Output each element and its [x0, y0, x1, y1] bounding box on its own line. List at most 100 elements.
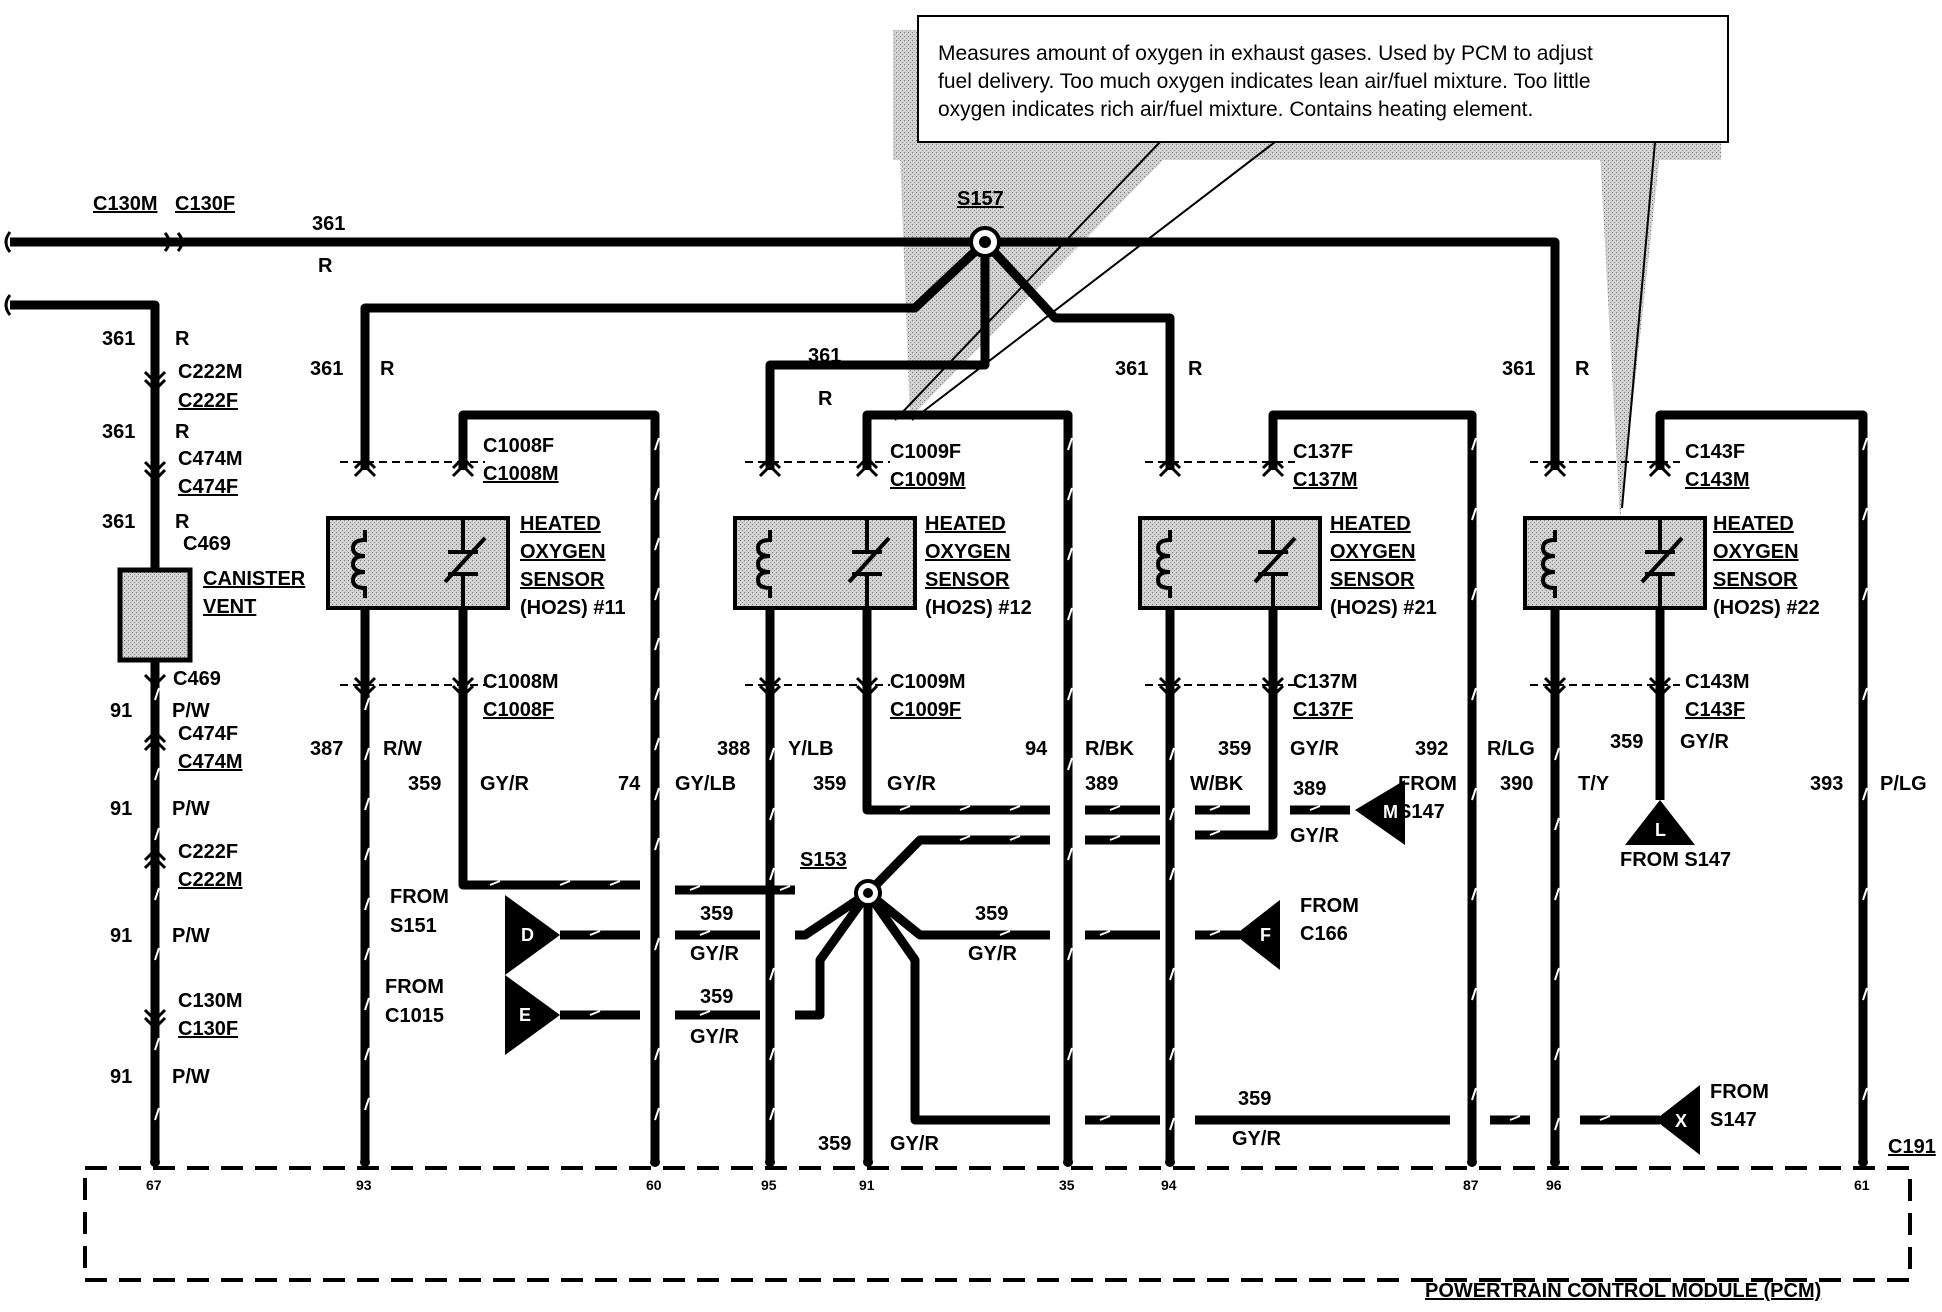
- wire-stripes: [154, 437, 1868, 1131]
- wire-rlg: R/LG: [1487, 738, 1535, 760]
- ref-f: F: [1260, 925, 1271, 945]
- s22-name-4: (HO2S) #22: [1713, 597, 1820, 619]
- s11-conn-bot-1: C1008M: [483, 671, 559, 693]
- wire-387: 387: [310, 738, 343, 760]
- pin-94: 94: [1161, 1177, 1177, 1193]
- conn-c474m: C474M: [178, 448, 242, 470]
- wire-361-s22: 361: [1502, 358, 1535, 380]
- ref-from-m: FROM: [1398, 773, 1457, 795]
- sensor-21: [1138, 516, 1322, 610]
- s22-conn-bot-1: C143M: [1685, 671, 1749, 693]
- ref-from-s147-l: FROM S147: [1620, 849, 1731, 871]
- wire-gyr-s22: GY/R: [1680, 731, 1729, 753]
- wire-359-e: 359: [700, 986, 733, 1008]
- wire-gylb: GY/LB: [675, 773, 736, 795]
- wire-359-x: 359: [1238, 1088, 1271, 1110]
- s12-name-1: HEATED: [925, 513, 1006, 535]
- s11-name-3: SENSOR: [520, 569, 605, 591]
- conn-c474f-b: C474F: [178, 723, 238, 745]
- conn-c130f-top: C130F: [175, 193, 235, 215]
- conn-c130m-top: C130M: [93, 193, 157, 215]
- s11-conn-top-2: C1008M: [483, 463, 559, 485]
- s21-name-1: HEATED: [1330, 513, 1411, 535]
- callout-line-3: oxygen indicates rich air/fuel mixture. …: [938, 98, 1533, 121]
- wire-gyr-s11: GY/R: [480, 773, 529, 795]
- wire-rbk: R/BK: [1085, 738, 1134, 760]
- canister-name-2: VENT: [203, 596, 256, 618]
- callout-box: Measures amount of oxygen in exhaust gas…: [893, 15, 1729, 520]
- wire-359-d: 359: [700, 903, 733, 925]
- wire-361-s11: 361: [310, 358, 343, 380]
- wire-r-c3: R: [175, 511, 190, 533]
- wire-94: 94: [1025, 738, 1048, 760]
- wire-r-top: R: [318, 255, 333, 277]
- wire-74: 74: [618, 773, 641, 795]
- wire-pw-c4: P/W: [172, 1066, 210, 1088]
- s12-name-4: (HO2S) #12: [925, 597, 1032, 619]
- s21-conn-bot-2: C137F: [1293, 699, 1353, 721]
- wire-392: 392: [1415, 738, 1448, 760]
- callout-line-1: Measures amount of oxygen in exhaust gas…: [938, 42, 1593, 65]
- pin-96: 96: [1546, 1177, 1562, 1193]
- wire-361-c2: 361: [102, 421, 135, 443]
- splice-s157-label: S157: [957, 188, 1004, 210]
- splice-s157: [969, 226, 1001, 258]
- ref-from-x: FROM: [1710, 1081, 1769, 1103]
- wire-r-s11: R: [380, 358, 395, 380]
- wire-389-a: 389: [1085, 773, 1118, 795]
- wire-361-top: 361: [312, 213, 345, 235]
- canister-name-1: CANISTER: [203, 568, 306, 590]
- wire-wbk: W/BK: [1190, 773, 1244, 795]
- s21-name-4: (HO2S) #21: [1330, 597, 1437, 619]
- pin-35: 35: [1059, 1177, 1075, 1193]
- wire-r-s21: R: [1188, 358, 1203, 380]
- pcm-module: [83, 1166, 1912, 1282]
- ref-d: D: [521, 925, 534, 945]
- ref-c166: C166: [1300, 923, 1348, 945]
- wire-gyr-s12: GY/R: [887, 773, 936, 795]
- s12-conn-top-2: C1009M: [890, 469, 966, 491]
- wire-ty: T/Y: [1578, 773, 1610, 795]
- ref-l: L: [1655, 820, 1666, 840]
- s12-name-3: SENSOR: [925, 569, 1010, 591]
- wire-gyr-x: GY/R: [1232, 1128, 1281, 1150]
- s22-conn-top-1: C143F: [1685, 441, 1745, 463]
- sensor-11: [326, 516, 510, 610]
- ref-c1015: C1015: [385, 1005, 444, 1027]
- pcm-pins: [150, 1157, 1868, 1167]
- conn-c469-bot: C469: [173, 668, 221, 690]
- wire-gyr-f: GY/R: [968, 943, 1017, 965]
- wire-plg: P/LG: [1880, 773, 1927, 795]
- conn-c222f: C222F: [178, 390, 238, 412]
- sensor-symbols: [350, 520, 1684, 606]
- ref-from-c1015: FROM: [385, 976, 444, 998]
- pcm-label: POWERTRAIN CONTROL MODULE (PCM): [1425, 1280, 1821, 1302]
- pin-91: 91: [859, 1177, 875, 1193]
- wire-91-c3: 91: [110, 925, 132, 947]
- s12-conn-top-1: C1009F: [890, 441, 961, 463]
- wire-r-c2: R: [175, 421, 190, 443]
- s11-conn-bot-2: C1008F: [483, 699, 554, 721]
- s21-name-3: SENSOR: [1330, 569, 1415, 591]
- s12-conn-bot-2: C1009F: [890, 699, 961, 721]
- wire-361-c3: 361: [102, 511, 135, 533]
- wire-r-s22: R: [1575, 358, 1590, 380]
- wire-390: 390: [1500, 773, 1533, 795]
- splice-s153: [854, 879, 882, 907]
- pin-93: 93: [356, 1177, 372, 1193]
- pin-60: 60: [646, 1177, 662, 1193]
- ref-s147-m: S147: [1398, 801, 1445, 823]
- wire-361-s12: 361: [808, 345, 841, 367]
- ref-s147-x: S147: [1710, 1109, 1757, 1131]
- s11-name-4: (HO2S) #11: [520, 597, 626, 619]
- wire-gyr-pcm: GY/R: [890, 1133, 939, 1155]
- ref-m: M: [1383, 802, 1398, 822]
- ref-from-s151: FROM: [390, 886, 449, 908]
- s12-conn-bot-1: C1009M: [890, 671, 966, 693]
- s22-name-1: HEATED: [1713, 513, 1794, 535]
- s11-conn-top-1: C1008F: [483, 435, 554, 457]
- conn-c222m-b: C222M: [178, 869, 242, 891]
- s21-conn-top-2: C137M: [1293, 469, 1357, 491]
- wire-gyr-s21b: GY/R: [1290, 825, 1339, 847]
- pin-87: 87: [1463, 1177, 1479, 1193]
